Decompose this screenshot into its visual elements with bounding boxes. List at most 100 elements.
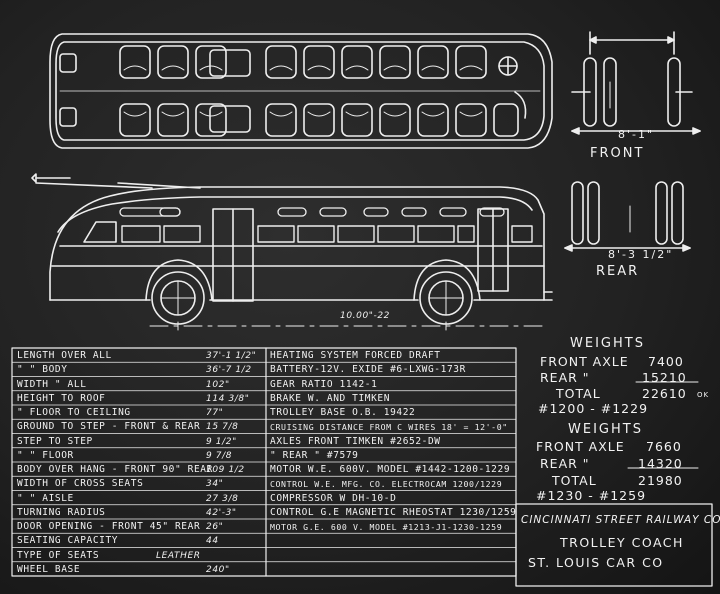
spec-line: GEAR RATIO 1142-1 <box>270 378 378 390</box>
roof-light-0 <box>119 207 181 217</box>
spec-label: WIDTH OF CROSS SEATS <box>17 478 144 490</box>
seat-top-cushion-1 <box>161 65 185 71</box>
spec-label: WHEEL BASE <box>17 563 81 575</box>
rear-axle-value: 15210 <box>642 370 687 385</box>
seat-top-3 <box>265 45 297 79</box>
spec-label: HEIGHT TO ROOF <box>17 392 106 404</box>
spec-value: 240" <box>206 564 230 575</box>
seat-top-1 <box>157 45 189 79</box>
spec-label: SEATING CAPACITY <box>17 535 119 547</box>
roof-light-1 <box>159 207 181 217</box>
side-view <box>31 173 553 331</box>
total-value: 22610 <box>642 386 687 401</box>
rear-label: REAR <box>596 264 640 279</box>
spec-value: 27 3/8 <box>206 493 239 504</box>
seat-top-cushion-4 <box>307 65 331 71</box>
seat-bottom-2 <box>195 103 227 137</box>
rear-axle-label: REAR " <box>540 370 590 385</box>
total-label: TOTAL <box>556 386 601 401</box>
seat-bottom-cushion-2 <box>199 111 223 117</box>
roof-light-5 <box>401 207 427 217</box>
seat-bottom-cushion-7 <box>421 111 445 117</box>
seat-top-2 <box>195 45 227 79</box>
roof-lights <box>119 207 505 217</box>
seat-top-6 <box>379 45 411 79</box>
spec-label: BODY OVER HANG - FRONT 90" REAR <box>17 464 213 475</box>
side-windows <box>121 225 533 243</box>
railway-name: CINCINNATI STREET RAILWAY CO. <box>521 514 720 526</box>
roof-light-2 <box>277 207 307 217</box>
spec-value: 9 1/2" <box>206 436 237 447</box>
title-block-frame <box>515 503 713 587</box>
spec-line: COMPRESSOR W DH-10-D <box>270 492 397 504</box>
total-label: TOTAL <box>552 473 597 488</box>
rear-axle-value: 14320 <box>638 456 683 471</box>
front-axle-value: 7660 <box>646 439 682 454</box>
seat-bottom-4 <box>303 103 335 137</box>
spec-value: 15 7/8 <box>206 422 239 433</box>
spec-table-grid <box>11 347 517 577</box>
seat-top-cushion-5 <box>345 65 369 71</box>
spec-value: 77" <box>206 408 224 418</box>
seat-top-8 <box>455 45 487 79</box>
spec-label: WIDTH " ALL <box>17 378 87 390</box>
roof-light-3 <box>319 207 347 217</box>
seat-bottom-7 <box>417 103 449 137</box>
spec-value: 102" <box>206 379 230 390</box>
seat-bottom-cushion-6 <box>383 111 407 117</box>
spec-line: BATTERY-12V. EXIDE #6-LXWG-173R <box>270 364 466 376</box>
window-2 <box>257 225 295 243</box>
seat-bottom-3 <box>265 103 297 137</box>
seat-top-7 <box>417 45 449 79</box>
seat-bottom-1 <box>157 103 189 137</box>
total-value: 21980 <box>638 473 683 488</box>
seat-top-5 <box>341 45 373 79</box>
spec-value: LEATHER <box>156 550 201 561</box>
seat-top-cushion-8 <box>459 65 483 71</box>
seat-bottom-cushion-3 <box>269 111 293 117</box>
spec-label: TURNING RADIUS <box>17 506 106 518</box>
spec-label: STEP TO STEP <box>17 435 93 447</box>
seat-bottom-cushion-0 <box>123 111 147 117</box>
spec-label: GROUND TO STEP - FRONT & REAR <box>17 421 201 433</box>
coach-range: #1200 - #1229 <box>538 401 649 416</box>
seat-bottom-8 <box>455 103 487 137</box>
spec-label: " " FLOOR <box>17 449 74 461</box>
seat-bottom-6 <box>379 103 411 137</box>
seat-top-cushion-2 <box>199 65 223 71</box>
roof-light-4 <box>363 207 389 217</box>
coach-type: TROLLEY COACH <box>560 535 684 550</box>
window-7 <box>457 225 475 243</box>
spec-value: 114 3/8" <box>206 393 250 404</box>
spec-line: " REAR " #7579 <box>270 449 359 461</box>
spec-value: 44 <box>206 536 219 547</box>
spec-line: CONTROL G.E MAGNETIC RHEOSTAT 1230/1259 <box>270 506 517 518</box>
spec-value: 34" <box>206 479 224 490</box>
coach-range: #1230 - #1259 <box>536 488 647 503</box>
plan-seats <box>119 45 519 137</box>
spec-label: TYPE OF SEATS <box>17 549 100 561</box>
rear-section <box>564 181 691 252</box>
front-axle-label: FRONT AXLE <box>536 439 625 454</box>
spec-value: 109 1/2 <box>206 465 245 475</box>
window-6 <box>417 225 455 243</box>
spec-line: CRUISING DISTANCE FROM C WIRES 18' = 12'… <box>270 422 508 433</box>
window-5 <box>377 225 415 243</box>
rear-axle-label: REAR " <box>540 456 590 471</box>
window-4 <box>337 225 375 243</box>
spec-line: AXLES FRONT TIMKEN #2652-DW <box>270 435 441 447</box>
seat-bottom-cushion-8 <box>459 111 483 117</box>
seat-bottom-cushion-1 <box>161 111 185 117</box>
seat-bottom-cushion-4 <box>307 111 331 117</box>
window-1 <box>163 225 201 243</box>
builder-name: ST. LOUIS CAR CO <box>528 555 664 570</box>
spec-label: " " BODY <box>17 364 68 376</box>
front-label: FRONT <box>590 146 645 161</box>
spec-value: 26" <box>206 522 224 532</box>
weights-heading: WEIGHTS <box>568 422 643 437</box>
window-0 <box>121 225 161 243</box>
window-3 <box>297 225 335 243</box>
seat-bottom-5 <box>341 103 373 137</box>
